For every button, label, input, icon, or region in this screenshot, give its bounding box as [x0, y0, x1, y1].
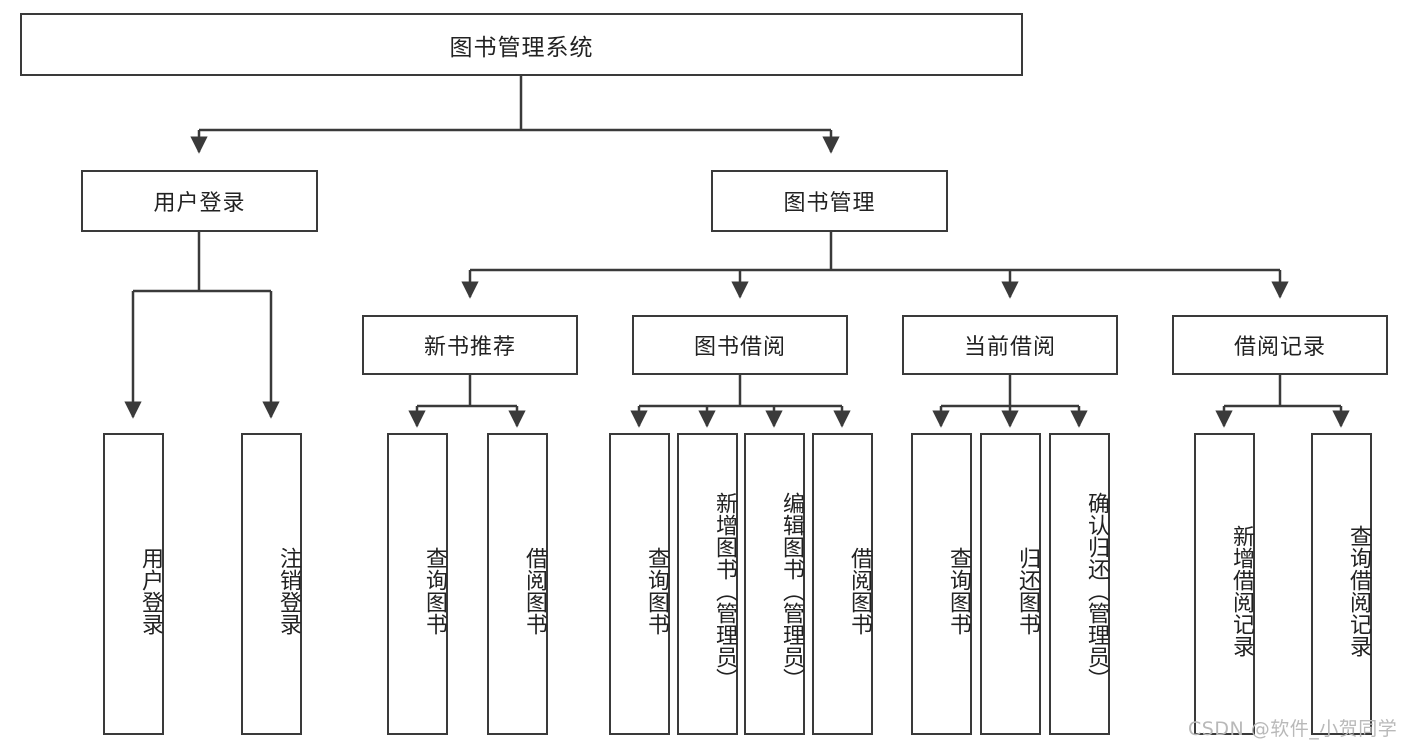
node-label: 查询图书 — [644, 547, 669, 635]
node-label: 新书推荐 — [423, 335, 516, 360]
leaf-user-login[interactable]: 用户登录 — [103, 433, 164, 735]
node-label: 新增借阅记录 — [1229, 525, 1254, 657]
node-label: 当前借阅 — [963, 335, 1056, 360]
node-label: 用户登录 — [138, 547, 163, 635]
node-label: 新增图书（管理员） — [712, 492, 737, 690]
node-label: 图书借阅 — [693, 335, 786, 360]
node-label: 图书管理系统 — [449, 34, 594, 61]
leaf-add-book-admin[interactable]: 新增图书（管理员） — [677, 433, 738, 735]
leaf-logout-login[interactable]: 注销登录 — [241, 433, 302, 735]
leaf-query-book-borrow[interactable]: 查询图书 — [609, 433, 670, 735]
node-label: 借阅图书 — [847, 547, 872, 635]
node-label: 借阅图书 — [522, 547, 547, 635]
node-label: 查询图书 — [422, 547, 447, 635]
leaf-edit-book-admin[interactable]: 编辑图书（管理员） — [744, 433, 805, 735]
node-label: 归还图书 — [1015, 547, 1040, 635]
leaf-query-borrow-record[interactable]: 查询借阅记录 — [1311, 433, 1372, 735]
leaf-return-book[interactable]: 归还图书 — [980, 433, 1041, 735]
leaf-confirm-return-admin[interactable]: 确认归还（管理员） — [1049, 433, 1110, 735]
node-label: 确认归还（管理员） — [1084, 492, 1109, 690]
node-borrow-record[interactable]: 借阅记录 — [1172, 315, 1388, 375]
leaf-borrow-book[interactable]: 借阅图书 — [812, 433, 873, 735]
node-label: 图书管理 — [783, 191, 876, 216]
node-label: 用户登录 — [153, 191, 246, 216]
leaf-query-book-current[interactable]: 查询图书 — [911, 433, 972, 735]
leaf-query-book-new[interactable]: 查询图书 — [387, 433, 448, 735]
node-current-borrow[interactable]: 当前借阅 — [902, 315, 1118, 375]
node-label: 查询借阅记录 — [1346, 525, 1371, 657]
node-label: 注销登录 — [276, 547, 301, 635]
node-book-borrow[interactable]: 图书借阅 — [632, 315, 848, 375]
node-user-login[interactable]: 用户登录 — [81, 170, 318, 232]
node-label: 编辑图书（管理员） — [779, 492, 804, 690]
node-root-book-management-system[interactable]: 图书管理系统 — [20, 13, 1023, 76]
node-label: 查询图书 — [946, 547, 971, 635]
leaf-add-borrow-record[interactable]: 新增借阅记录 — [1194, 433, 1255, 735]
node-book-management[interactable]: 图书管理 — [711, 170, 948, 232]
node-new-book-recommend[interactable]: 新书推荐 — [362, 315, 578, 375]
csdn-watermark: CSDN @软件_小贺同学 — [1188, 718, 1398, 740]
leaf-borrow-book-new[interactable]: 借阅图书 — [487, 433, 548, 735]
node-label: 借阅记录 — [1233, 335, 1326, 360]
